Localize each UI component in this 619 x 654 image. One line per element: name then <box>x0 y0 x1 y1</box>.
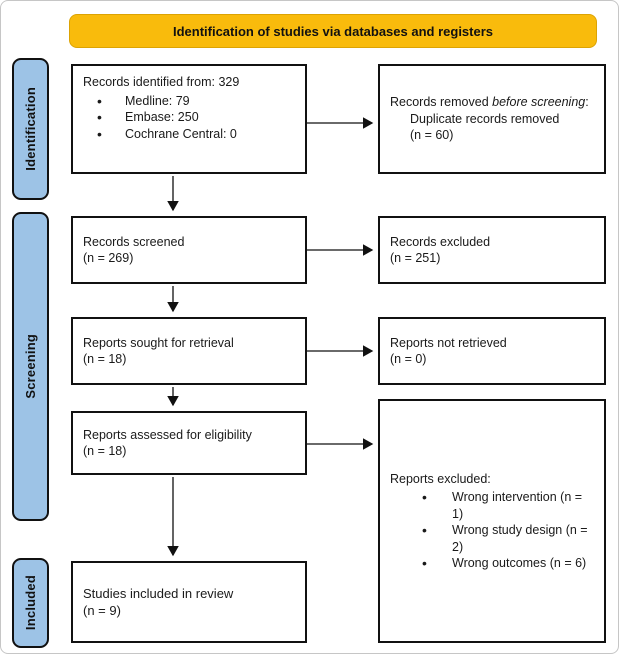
box-count: (n = 251) <box>390 251 441 265</box>
box-records-removed: Records removed before screening: Duplic… <box>378 64 606 174</box>
box-reports-assessed: Reports assessed for eligibility (n = 18… <box>71 411 307 475</box>
box-reports-sought: Reports sought for retrieval (n = 18) <box>71 317 307 385</box>
box-line: Records excluded <box>390 234 491 249</box>
diagram-title: Identification of studies via databases … <box>172 23 494 39</box>
box-reports-not-retrieved: Reports not retrieved (n = 0) <box>378 317 606 385</box>
box-title: Records identified from: 329 <box>83 75 240 89</box>
box-count: (n = 269) <box>83 251 134 265</box>
box-count: (n = 9) <box>83 603 121 618</box>
text-segment-italic: before screening <box>492 95 586 110</box>
list-item: Cochrane Central: 0 <box>83 125 295 143</box>
box-count: (n = 18) <box>83 352 127 366</box>
list-item: Wrong intervention (n = 1) <box>390 488 594 522</box>
box-line: Records screened <box>83 234 185 249</box>
list-item: Wrong study design (n = 2) <box>390 521 594 555</box>
stage-label-text: Included <box>23 575 38 631</box>
stage-label-identification: Identification <box>12 58 49 200</box>
box-reports-excluded: Reports excluded: Wrong intervention (n … <box>378 399 606 643</box>
stage-label-screening: Screening <box>12 212 49 521</box>
box-records-screened: Records screened (n = 269) <box>71 216 307 284</box>
exclusion-reason-list: Wrong intervention (n = 1) Wrong study d… <box>390 488 594 572</box>
box-title: Reports excluded: <box>390 471 491 486</box>
stage-label-text: Identification <box>23 87 38 171</box>
text-segment: : <box>585 95 589 110</box>
box-line: Reports sought for retrieval <box>83 335 234 350</box>
source-list: Medline: 79 Embase: 250 Cochrane Central… <box>83 92 295 143</box>
text-segment: Records removed <box>390 95 493 110</box>
list-item: Embase: 250 <box>83 108 295 126</box>
box-line: Duplicate records removed <box>410 111 560 126</box>
box-count: (n = 18) <box>83 444 127 458</box>
list-item: Wrong outcomes (n = 6) <box>390 554 594 572</box>
box-count: (n = 60) <box>410 128 454 143</box>
box-records-identified: Records identified from: 329 Medline: 79… <box>71 64 307 174</box>
box-records-excluded: Records excluded (n = 251) <box>378 216 606 284</box>
diagram-title-banner: Identification of studies via databases … <box>69 14 597 48</box>
box-count: (n = 0) <box>390 352 427 366</box>
box-line: Reports not retrieved <box>390 335 507 350</box>
box-line: Reports assessed for eligibility <box>83 427 252 442</box>
box-studies-included: Studies included in review (n = 9) <box>71 561 307 643</box>
list-item: Medline: 79 <box>83 92 295 110</box>
box-line: Studies included in review <box>83 585 234 601</box>
stage-label-included: Included <box>12 558 49 648</box>
stage-label-text: Screening <box>23 334 38 399</box>
box-line: Records removed before screening: <box>390 94 594 111</box>
